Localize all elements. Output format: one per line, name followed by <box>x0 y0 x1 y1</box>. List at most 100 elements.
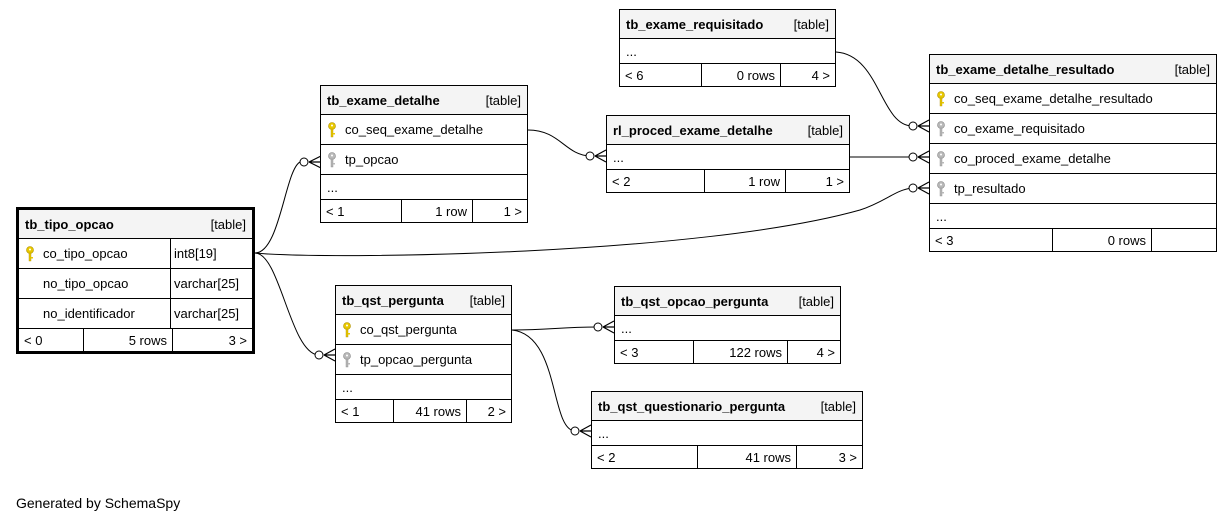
primary-key-icon <box>25 245 37 262</box>
table-tb-qst-pergunta[interactable]: tb_qst_pergunta [table] co_qst_pergunta … <box>335 285 512 423</box>
edge-end-circle <box>299 157 309 167</box>
foreign-key-icon <box>936 120 948 137</box>
generated-by-label: Generated by SchemaSpy <box>16 495 181 511</box>
child-count: 4 > <box>780 64 835 86</box>
child-count <box>1151 229 1216 251</box>
table-name: rl_proced_exame_detalhe <box>613 122 773 138</box>
table-type: [table] <box>807 122 843 138</box>
table-tb-exame-detalhe-resultado[interactable]: tb_exame_detalhe_resultado [table] co_se… <box>929 54 1217 252</box>
row-count: 41 rows <box>697 446 796 468</box>
table-footer: < 2 41 rows 3 > <box>592 446 862 468</box>
column-row: no_tipo_opcao varchar[25] <box>19 269 252 299</box>
table-header: tb_exame_detalhe [table] <box>321 86 527 115</box>
edge-end-circle <box>585 151 595 161</box>
more-columns-ellipsis: ... <box>615 316 840 341</box>
column-name: no_identificador <box>43 306 135 321</box>
more-columns-ellipsis: ... <box>321 175 527 200</box>
more-columns-ellipsis: ... <box>607 145 849 170</box>
child-count: 3 > <box>796 446 862 468</box>
child-count: 3 > <box>172 329 252 351</box>
parent-count: < 3 <box>935 232 954 248</box>
crows-foot <box>579 424 592 438</box>
more-columns-ellipsis: ... <box>336 375 511 400</box>
parent-count: < 2 <box>612 173 631 189</box>
table-footer: < 1 1 row 1 > <box>321 200 527 222</box>
table-type: [table] <box>820 398 856 414</box>
edge-end-circle <box>908 183 918 193</box>
edge-exame-requisitado-to-exame-detalhe-resultado <box>835 51 913 127</box>
table-footer: < 2 1 row 1 > <box>607 170 849 192</box>
table-tb-qst-opcao-pergunta[interactable]: tb_qst_opcao_pergunta [table] ... < 3 12… <box>614 286 841 364</box>
column-name: tp_opcao <box>345 152 399 167</box>
column-name: co_qst_pergunta <box>360 322 457 337</box>
row-count: 0 rows <box>701 64 780 86</box>
column-name: tp_resultado <box>954 181 1026 196</box>
foreign-key-icon <box>936 150 948 167</box>
edge-tipo-opcao-to-qst-pergunta <box>254 252 319 356</box>
child-count: 4 > <box>787 341 840 363</box>
edge-qst-pergunta-to-qst-opcao-pergunta <box>511 326 598 331</box>
edge-tipo-opcao-to-exame-detalhe-resultado <box>254 187 913 257</box>
edge-end-circle <box>570 426 580 436</box>
column-name: co_tipo_opcao <box>43 246 128 261</box>
column-name: no_tipo_opcao <box>43 276 129 291</box>
table-tb-exame-requisitado[interactable]: tb_exame_requisitado [table] ... < 6 0 r… <box>619 9 836 87</box>
crows-foot <box>917 181 930 195</box>
edge-end-circle <box>908 152 918 162</box>
edge-end-circle <box>908 121 918 131</box>
column-name: co_proced_exame_detalhe <box>954 151 1111 166</box>
table-header: tb_qst_questionario_pergunta [table] <box>592 392 862 421</box>
more-columns-ellipsis: ... <box>620 39 835 64</box>
column-row: co_seq_exame_detalhe_resultado <box>930 84 1216 114</box>
table-tb-exame-detalhe[interactable]: tb_exame_detalhe [table] co_seq_exame_de… <box>320 85 528 223</box>
child-count: 1 > <box>785 170 849 192</box>
more-columns-ellipsis: ... <box>592 421 862 446</box>
parent-count: < 2 <box>597 449 616 465</box>
table-rl-proced-exame-detalhe[interactable]: rl_proced_exame_detalhe [table] ... < 2 … <box>606 115 850 193</box>
table-header: tb_qst_opcao_pergunta [table] <box>615 287 840 316</box>
crows-foot <box>602 320 615 334</box>
table-tb-tipo-opcao[interactable]: tb_tipo_opcao [table] co_tipo_opcao int8… <box>16 207 255 354</box>
edge-exame-detalhe-to-proced-exame-detalhe <box>527 129 591 157</box>
table-type: [table] <box>469 292 505 308</box>
table-type: [table] <box>793 16 829 32</box>
parent-count: < 3 <box>620 344 639 360</box>
table-footer: < 3 122 rows 4 > <box>615 341 840 363</box>
row-count: 5 rows <box>83 329 172 351</box>
table-tb-qst-questionario-pergunta[interactable]: tb_qst_questionario_pergunta [table] ...… <box>591 391 863 469</box>
table-name: tb_exame_detalhe_resultado <box>936 61 1115 77</box>
row-count: 122 rows <box>693 341 787 363</box>
column-datatype: int8[19] <box>170 239 252 268</box>
edge-end-circle <box>593 322 603 332</box>
primary-key-icon <box>936 90 948 107</box>
edge-qst-pergunta-to-qst-questionario-pergunta <box>511 329 576 432</box>
table-name: tb_qst_questionario_pergunta <box>598 398 786 414</box>
crows-foot <box>308 155 322 169</box>
column-row: co_seq_exame_detalhe <box>321 115 527 145</box>
table-name: tb_qst_opcao_pergunta <box>621 293 769 309</box>
parent-count: < 6 <box>625 67 644 83</box>
table-header: rl_proced_exame_detalhe [table] <box>607 116 849 145</box>
table-footer: < 3 0 rows <box>930 229 1216 251</box>
table-footer: < 1 41 rows 2 > <box>336 400 511 422</box>
edge-tipo-opcao-to-exame-detalhe <box>254 161 301 254</box>
table-footer: < 0 5 rows 3 > <box>19 329 252 351</box>
table-name: tb_exame_requisitado <box>626 16 764 32</box>
row-count: 1 row <box>401 200 472 222</box>
column-datatype: varchar[25] <box>170 269 252 298</box>
column-row: co_proced_exame_detalhe <box>930 144 1216 174</box>
crows-foot <box>917 119 930 133</box>
foreign-key-icon <box>327 151 339 168</box>
foreign-key-icon <box>342 351 354 368</box>
row-count: 41 rows <box>393 400 466 422</box>
table-header: tb_qst_pergunta [table] <box>336 286 511 315</box>
row-count: 0 rows <box>1052 229 1151 251</box>
parent-count: < 1 <box>326 203 345 219</box>
crows-foot <box>594 149 607 163</box>
column-name: co_seq_exame_detalhe <box>345 122 484 137</box>
column-name: tp_opcao_pergunta <box>360 352 473 367</box>
child-count: 1 > <box>472 200 527 222</box>
row-count: 1 row <box>704 170 785 192</box>
table-header: tb_exame_detalhe_resultado [table] <box>930 55 1216 84</box>
column-row: tp_resultado <box>930 174 1216 204</box>
